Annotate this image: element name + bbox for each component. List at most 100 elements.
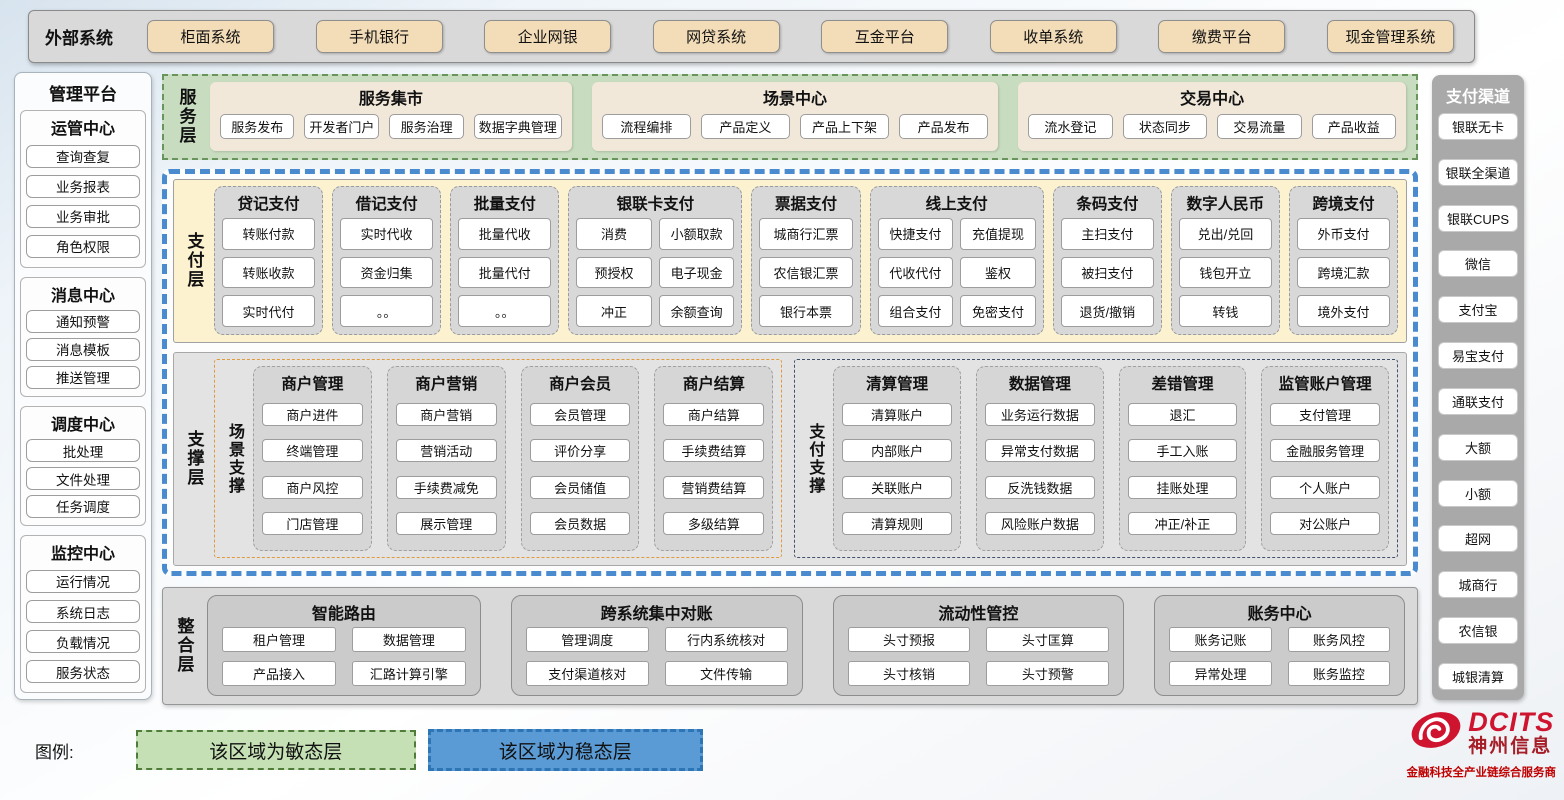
management-module-button[interactable]: 业务审批 [26, 204, 140, 228]
payment-module-button[interactable]: 充值提现 [960, 218, 1036, 250]
payment-module-button[interactable]: 组合支付 [877, 295, 954, 327]
support-module-button[interactable]: 异常支付数据 [984, 439, 1095, 463]
payment-module-button[interactable]: 预授权 [576, 256, 652, 289]
external-system-button[interactable]: 现金管理系统 [1326, 20, 1454, 53]
payment-channel-button[interactable]: 支付宝 [1438, 296, 1518, 324]
support-module-button[interactable]: 展示管理 [395, 512, 497, 536]
integration-module-button[interactable]: 账务监控 [1287, 661, 1390, 686]
service-module-button[interactable]: 开发者门户 [304, 114, 380, 139]
external-system-button[interactable]: 互金平台 [821, 20, 949, 53]
external-system-button[interactable]: 缴费平台 [1158, 20, 1286, 53]
support-module-button[interactable]: 挂账处理 [1127, 475, 1238, 499]
payment-module-button[interactable]: 转账付款 [222, 218, 316, 250]
payment-module-button[interactable]: 冲正 [576, 295, 652, 327]
payment-module-button[interactable]: 退货/撤销 [1060, 295, 1154, 327]
support-module-button[interactable]: 反洗钱数据 [984, 475, 1095, 499]
payment-module-button[interactable]: 钱包开立 [1178, 256, 1272, 289]
management-module-button[interactable]: 消息模板 [26, 337, 140, 361]
payment-module-button[interactable]: 被扫支付 [1060, 256, 1154, 289]
service-module-button[interactable]: 产品发布 [899, 114, 989, 139]
integration-module-button[interactable]: 头寸预报 [847, 627, 971, 652]
payment-channel-button[interactable]: 城银清算 [1438, 662, 1518, 690]
integration-module-button[interactable]: 头寸匡算 [986, 627, 1110, 652]
payment-channel-button[interactable]: 城商行 [1438, 571, 1518, 599]
payment-module-button[interactable]: 农信银汇票 [759, 256, 853, 289]
integration-module-button[interactable]: 头寸预警 [986, 661, 1110, 686]
management-module-button[interactable]: 服务状态 [26, 660, 140, 684]
support-module-button[interactable]: 商户风控 [262, 475, 363, 499]
payment-channel-button[interactable]: 农信银 [1438, 617, 1518, 645]
support-module-button[interactable]: 门店管理 [262, 512, 363, 536]
payment-module-button[interactable]: 兑出/兑回 [1178, 218, 1272, 250]
integration-module-button[interactable]: 头寸核销 [847, 661, 971, 686]
management-module-button[interactable]: 任务调度 [26, 494, 140, 518]
management-module-button[interactable]: 运行情况 [26, 569, 140, 593]
payment-module-button[interactable]: 资金归集 [340, 256, 434, 289]
support-module-button[interactable]: 清算规则 [842, 512, 952, 536]
payment-module-button[interactable]: 银行本票 [759, 295, 853, 327]
payment-module-button[interactable]: 免密支付 [960, 295, 1036, 327]
support-module-button[interactable]: 终端管理 [262, 439, 363, 463]
support-module-button[interactable]: 会员数据 [529, 512, 631, 536]
payment-module-button[interactable]: 实时代付 [222, 295, 316, 327]
payment-module-button[interactable]: 余额查询 [658, 295, 735, 327]
support-module-button[interactable]: 金融服务管理 [1270, 439, 1380, 463]
payment-module-button[interactable]: 电子现金 [658, 256, 735, 289]
integration-module-button[interactable]: 行内系统核对 [664, 627, 788, 652]
external-system-button[interactable]: 企业网银 [484, 20, 612, 53]
support-module-button[interactable]: 多级结算 [663, 512, 765, 536]
service-module-button[interactable]: 流程编排 [601, 114, 691, 139]
support-module-button[interactable]: 手续费减免 [395, 475, 497, 499]
integration-module-button[interactable]: 文件传输 [664, 661, 788, 686]
service-module-button[interactable]: 产品定义 [700, 114, 790, 139]
payment-module-button[interactable]: 。。 [458, 295, 552, 327]
integration-module-button[interactable]: 异常处理 [1169, 661, 1272, 686]
payment-module-button[interactable]: 主扫支付 [1060, 218, 1154, 250]
payment-module-button[interactable]: 鉴权 [960, 256, 1036, 289]
service-module-button[interactable]: 产品收益 [1311, 114, 1396, 139]
service-module-button[interactable]: 状态同步 [1122, 114, 1208, 139]
payment-module-button[interactable]: 跨境汇款 [1296, 256, 1391, 289]
support-module-button[interactable]: 清算账户 [842, 402, 952, 426]
service-module-button[interactable]: 数据字典管理 [473, 114, 562, 139]
external-system-button[interactable]: 手机银行 [315, 20, 443, 53]
support-module-button[interactable]: 个人账户 [1270, 475, 1380, 499]
support-module-button[interactable]: 评价分享 [529, 439, 631, 463]
support-module-button[interactable]: 营销费结算 [663, 475, 765, 499]
support-module-button[interactable]: 商户营销 [395, 402, 497, 426]
payment-module-button[interactable]: 城商行汇票 [759, 218, 853, 250]
integration-module-button[interactable]: 管理调度 [525, 627, 649, 652]
management-module-button[interactable]: 负载情况 [26, 630, 140, 654]
service-module-button[interactable]: 服务治理 [389, 114, 464, 139]
payment-module-button[interactable]: 代收代付 [877, 256, 954, 289]
integration-module-button[interactable]: 账务记账 [1169, 627, 1272, 652]
support-module-button[interactable]: 业务运行数据 [984, 402, 1095, 426]
payment-channel-button[interactable]: 易宝支付 [1438, 342, 1518, 370]
support-module-button[interactable]: 支付管理 [1270, 402, 1380, 426]
external-system-button[interactable]: 柜面系统 [147, 20, 274, 53]
payment-channel-button[interactable]: 通联支付 [1438, 387, 1518, 415]
support-module-button[interactable]: 风险账户数据 [984, 512, 1095, 536]
support-module-button[interactable]: 商户进件 [262, 402, 363, 426]
integration-module-button[interactable]: 租户管理 [222, 627, 336, 652]
management-module-button[interactable]: 角色权限 [26, 234, 140, 258]
payment-channel-button[interactable]: 小额 [1438, 479, 1518, 507]
payment-module-button[interactable]: 外币支付 [1296, 218, 1391, 250]
payment-channel-button[interactable]: 银联CUPS [1438, 204, 1518, 232]
management-module-button[interactable]: 系统日志 [26, 600, 140, 624]
payment-module-button[interactable]: 实时代收 [340, 218, 434, 250]
integration-module-button[interactable]: 数据管理 [351, 627, 466, 652]
service-module-button[interactable]: 流水登记 [1028, 114, 1113, 139]
support-module-button[interactable]: 会员储值 [529, 475, 631, 499]
payment-channel-button[interactable]: 大额 [1438, 433, 1518, 461]
management-module-button[interactable]: 业务报表 [26, 174, 140, 198]
payment-channel-button[interactable]: 超网 [1438, 525, 1518, 553]
integration-module-button[interactable]: 产品接入 [222, 661, 336, 686]
support-module-button[interactable]: 营销活动 [395, 439, 497, 463]
support-module-button[interactable]: 冲正/补正 [1127, 512, 1238, 536]
management-module-button[interactable]: 文件处理 [26, 467, 140, 491]
payment-module-button[interactable]: 批量代收 [458, 218, 552, 250]
management-module-button[interactable]: 通知预警 [26, 309, 140, 333]
support-module-button[interactable]: 手续费结算 [663, 439, 765, 463]
support-module-button[interactable]: 会员管理 [529, 402, 631, 426]
